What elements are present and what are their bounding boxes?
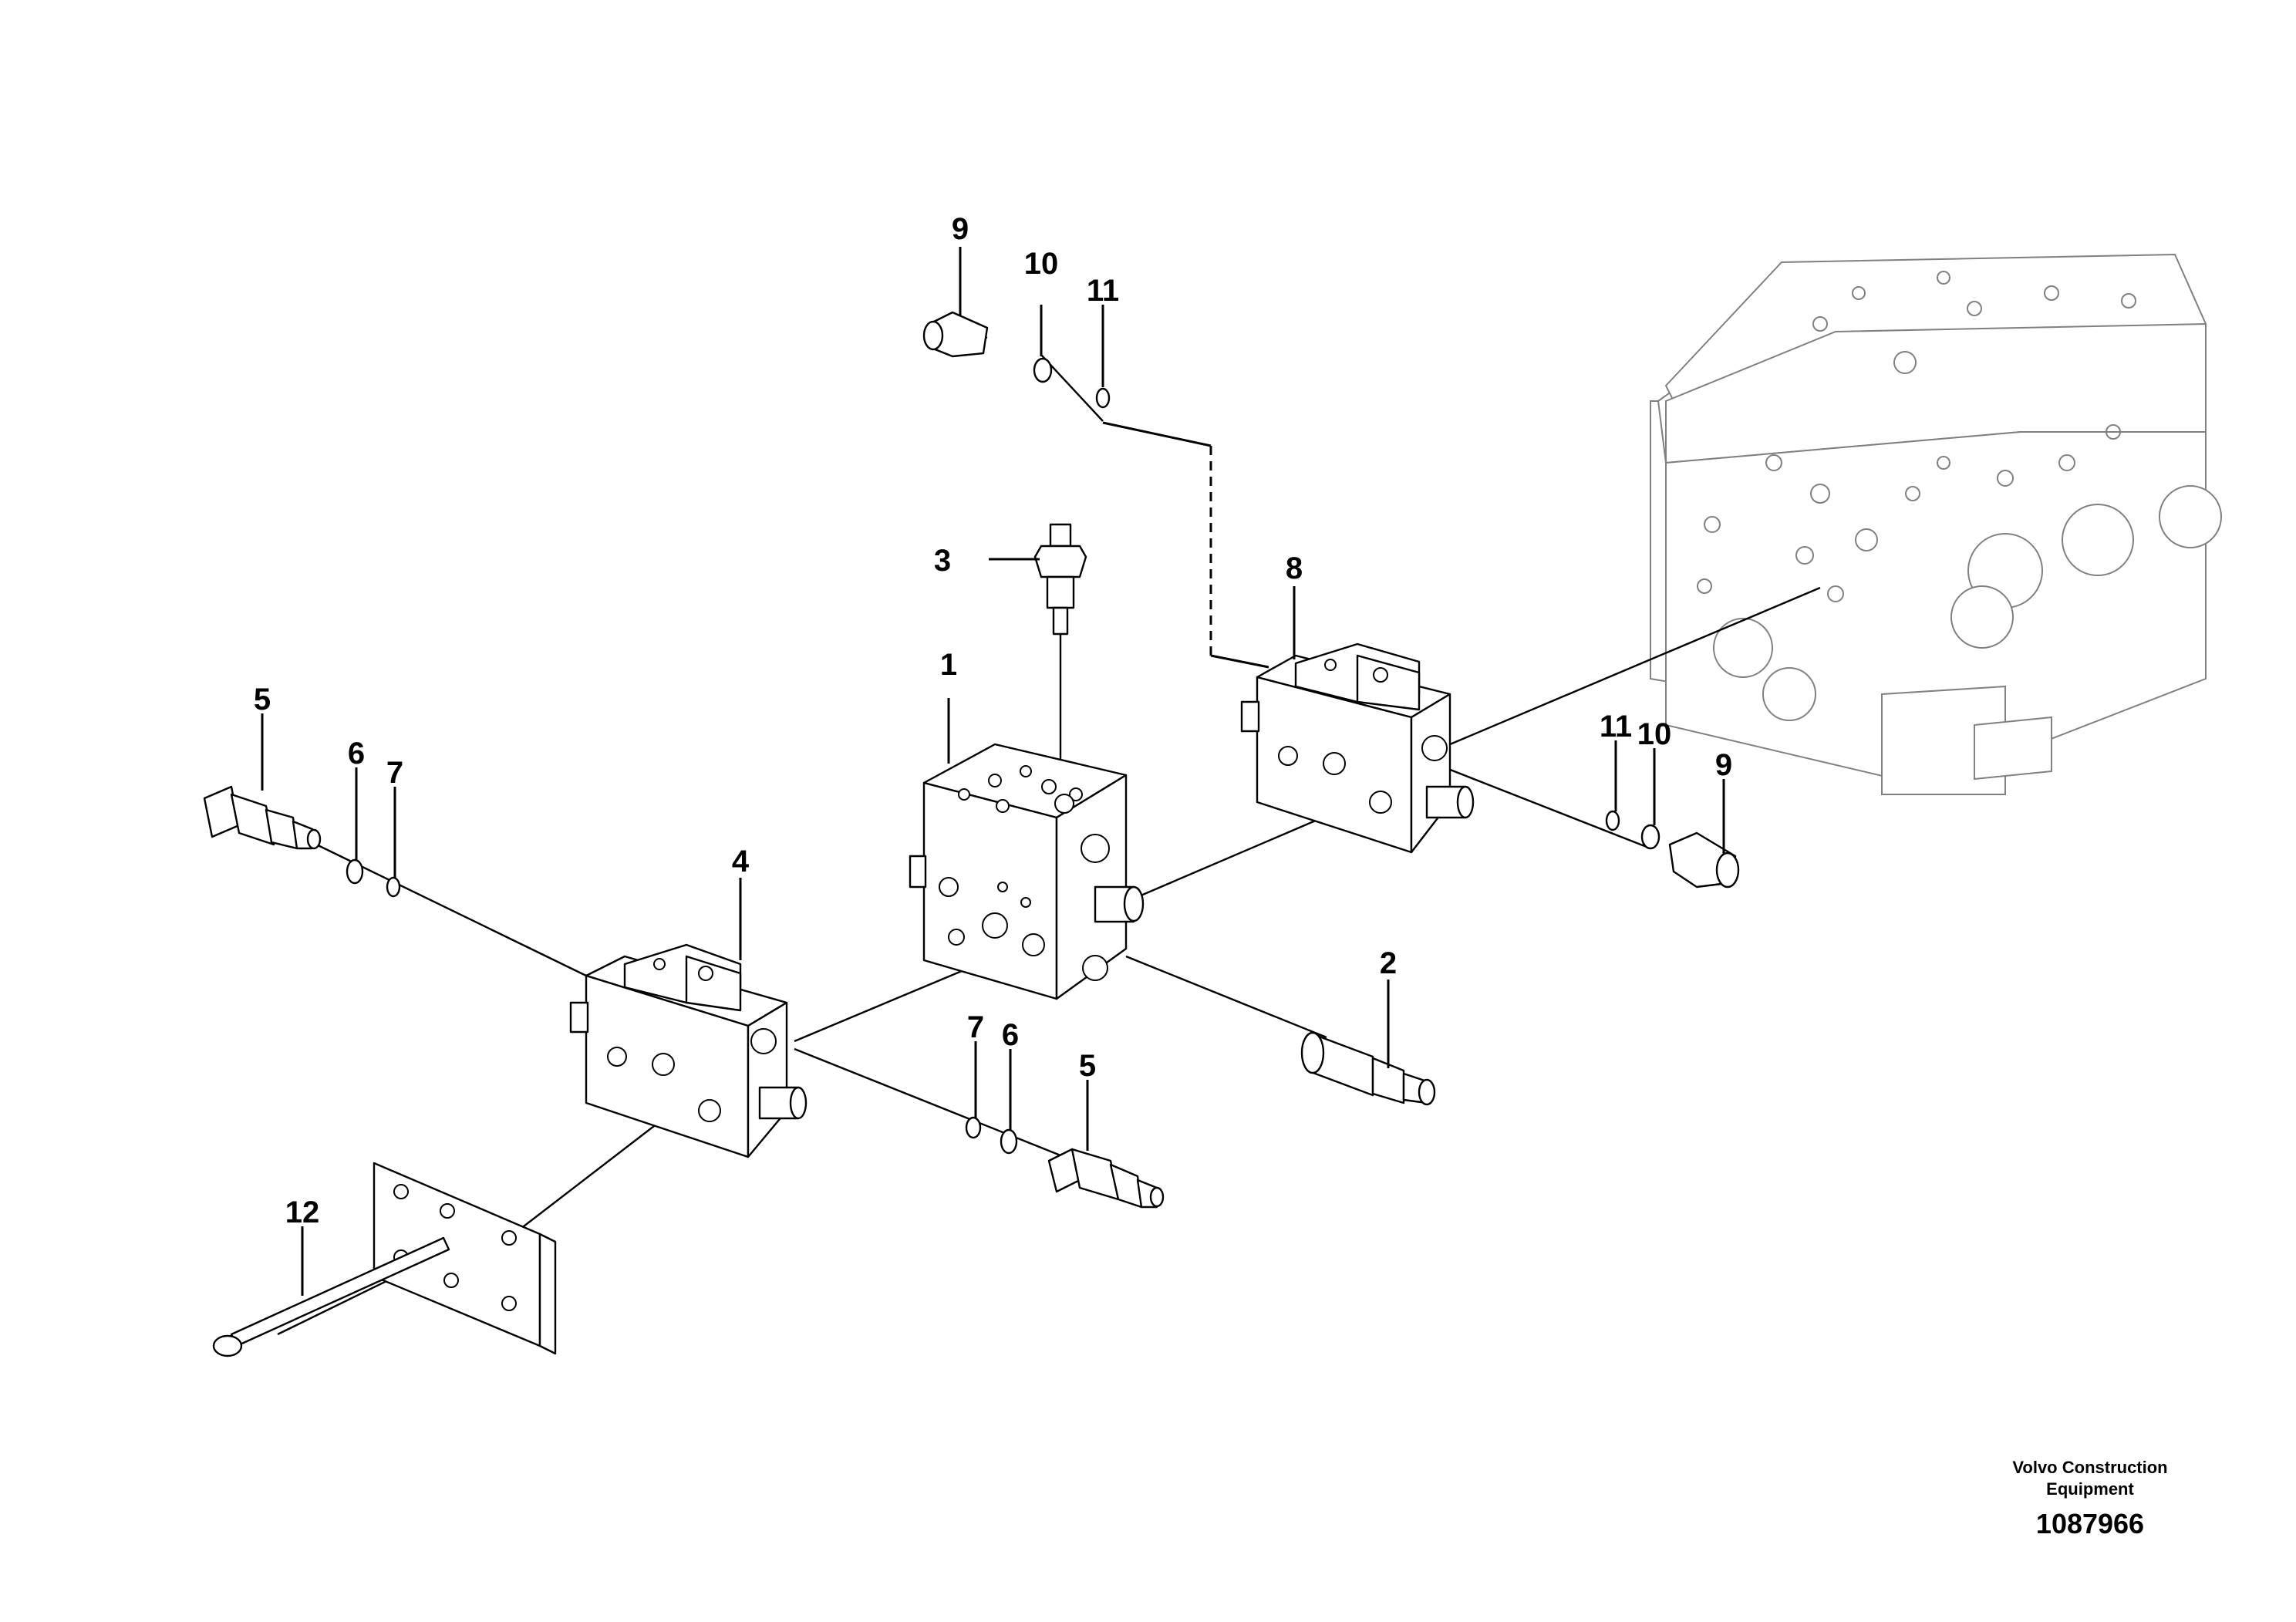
part-4-valve-section[interactable] [569,943,807,1158]
leader-line [1102,421,1212,447]
valve-spool-caps [1713,485,2222,721]
part-9-plug-top[interactable] [922,311,989,358]
drawing-footer: Volvo Construction Equipment 1087966 [2012,1458,2167,1539]
valve-port-holes [1697,271,2136,602]
callout-6-left: 6 [348,737,365,771]
callout-10-right: 10 [1637,717,1672,751]
manufacturer-name-line-1: Volvo Construction [2012,1458,2167,1477]
part-5-relief-valve-left[interactable] [203,785,322,850]
callout-11-right: 11 [1600,710,1632,744]
callout-labels: 9 10 11 3 1 8 5 6 7 4 7 6 5 2 11 10 9 12 [254,212,1732,1229]
part-10-o-ring-right [1640,824,1660,850]
o-rings[interactable] [346,357,1660,1155]
callout-11-top: 11 [1087,274,1119,308]
part-7-o-ring-right [965,1116,982,1139]
callout-3: 3 [934,544,951,578]
callout-10-top: 10 [1024,247,1059,281]
part-6-o-ring-right [1000,1128,1018,1155]
callout-9-right: 9 [1715,748,1732,782]
part-10-o-ring-top [1033,357,1053,383]
manufacturer-name-line-2: Equipment [2046,1479,2134,1499]
part-6-o-ring-left [346,858,364,885]
callout-7-right: 7 [967,1010,984,1044]
drawing-number: 1087966 [2036,1508,2144,1539]
part-2-relief-valve[interactable] [1300,1031,1436,1106]
callout-1: 1 [940,648,957,682]
part-1-manifold-block[interactable] [909,743,1145,1000]
callout-12: 12 [285,1195,320,1229]
part-5-relief-valve-right[interactable] [1047,1148,1165,1209]
part-7-o-ring-left [386,876,401,898]
part-12-bolt[interactable] [212,1236,450,1357]
main-control-valve-reference [1650,253,2222,795]
callout-5-left: 5 [254,683,271,717]
callout-4: 4 [732,845,750,878]
part-3-pressure-sensor[interactable] [1033,523,1087,636]
part-11-o-ring-top [1095,387,1111,409]
part-9-plug-right[interactable] [1668,831,1740,889]
callout-8: 8 [1286,551,1303,585]
callout-leaders [261,247,1725,1296]
callout-6-right: 6 [1002,1018,1019,1052]
leader-line [1210,654,1269,669]
part-11-o-ring-right [1605,810,1620,831]
assembly-lines [277,330,1821,1336]
part-8-valve-section[interactable] [1240,642,1475,854]
callout-7-left: 7 [386,756,403,790]
callout-2: 2 [1380,946,1397,980]
callout-5-right: 5 [1079,1049,1096,1083]
callout-9-top: 9 [952,212,969,246]
